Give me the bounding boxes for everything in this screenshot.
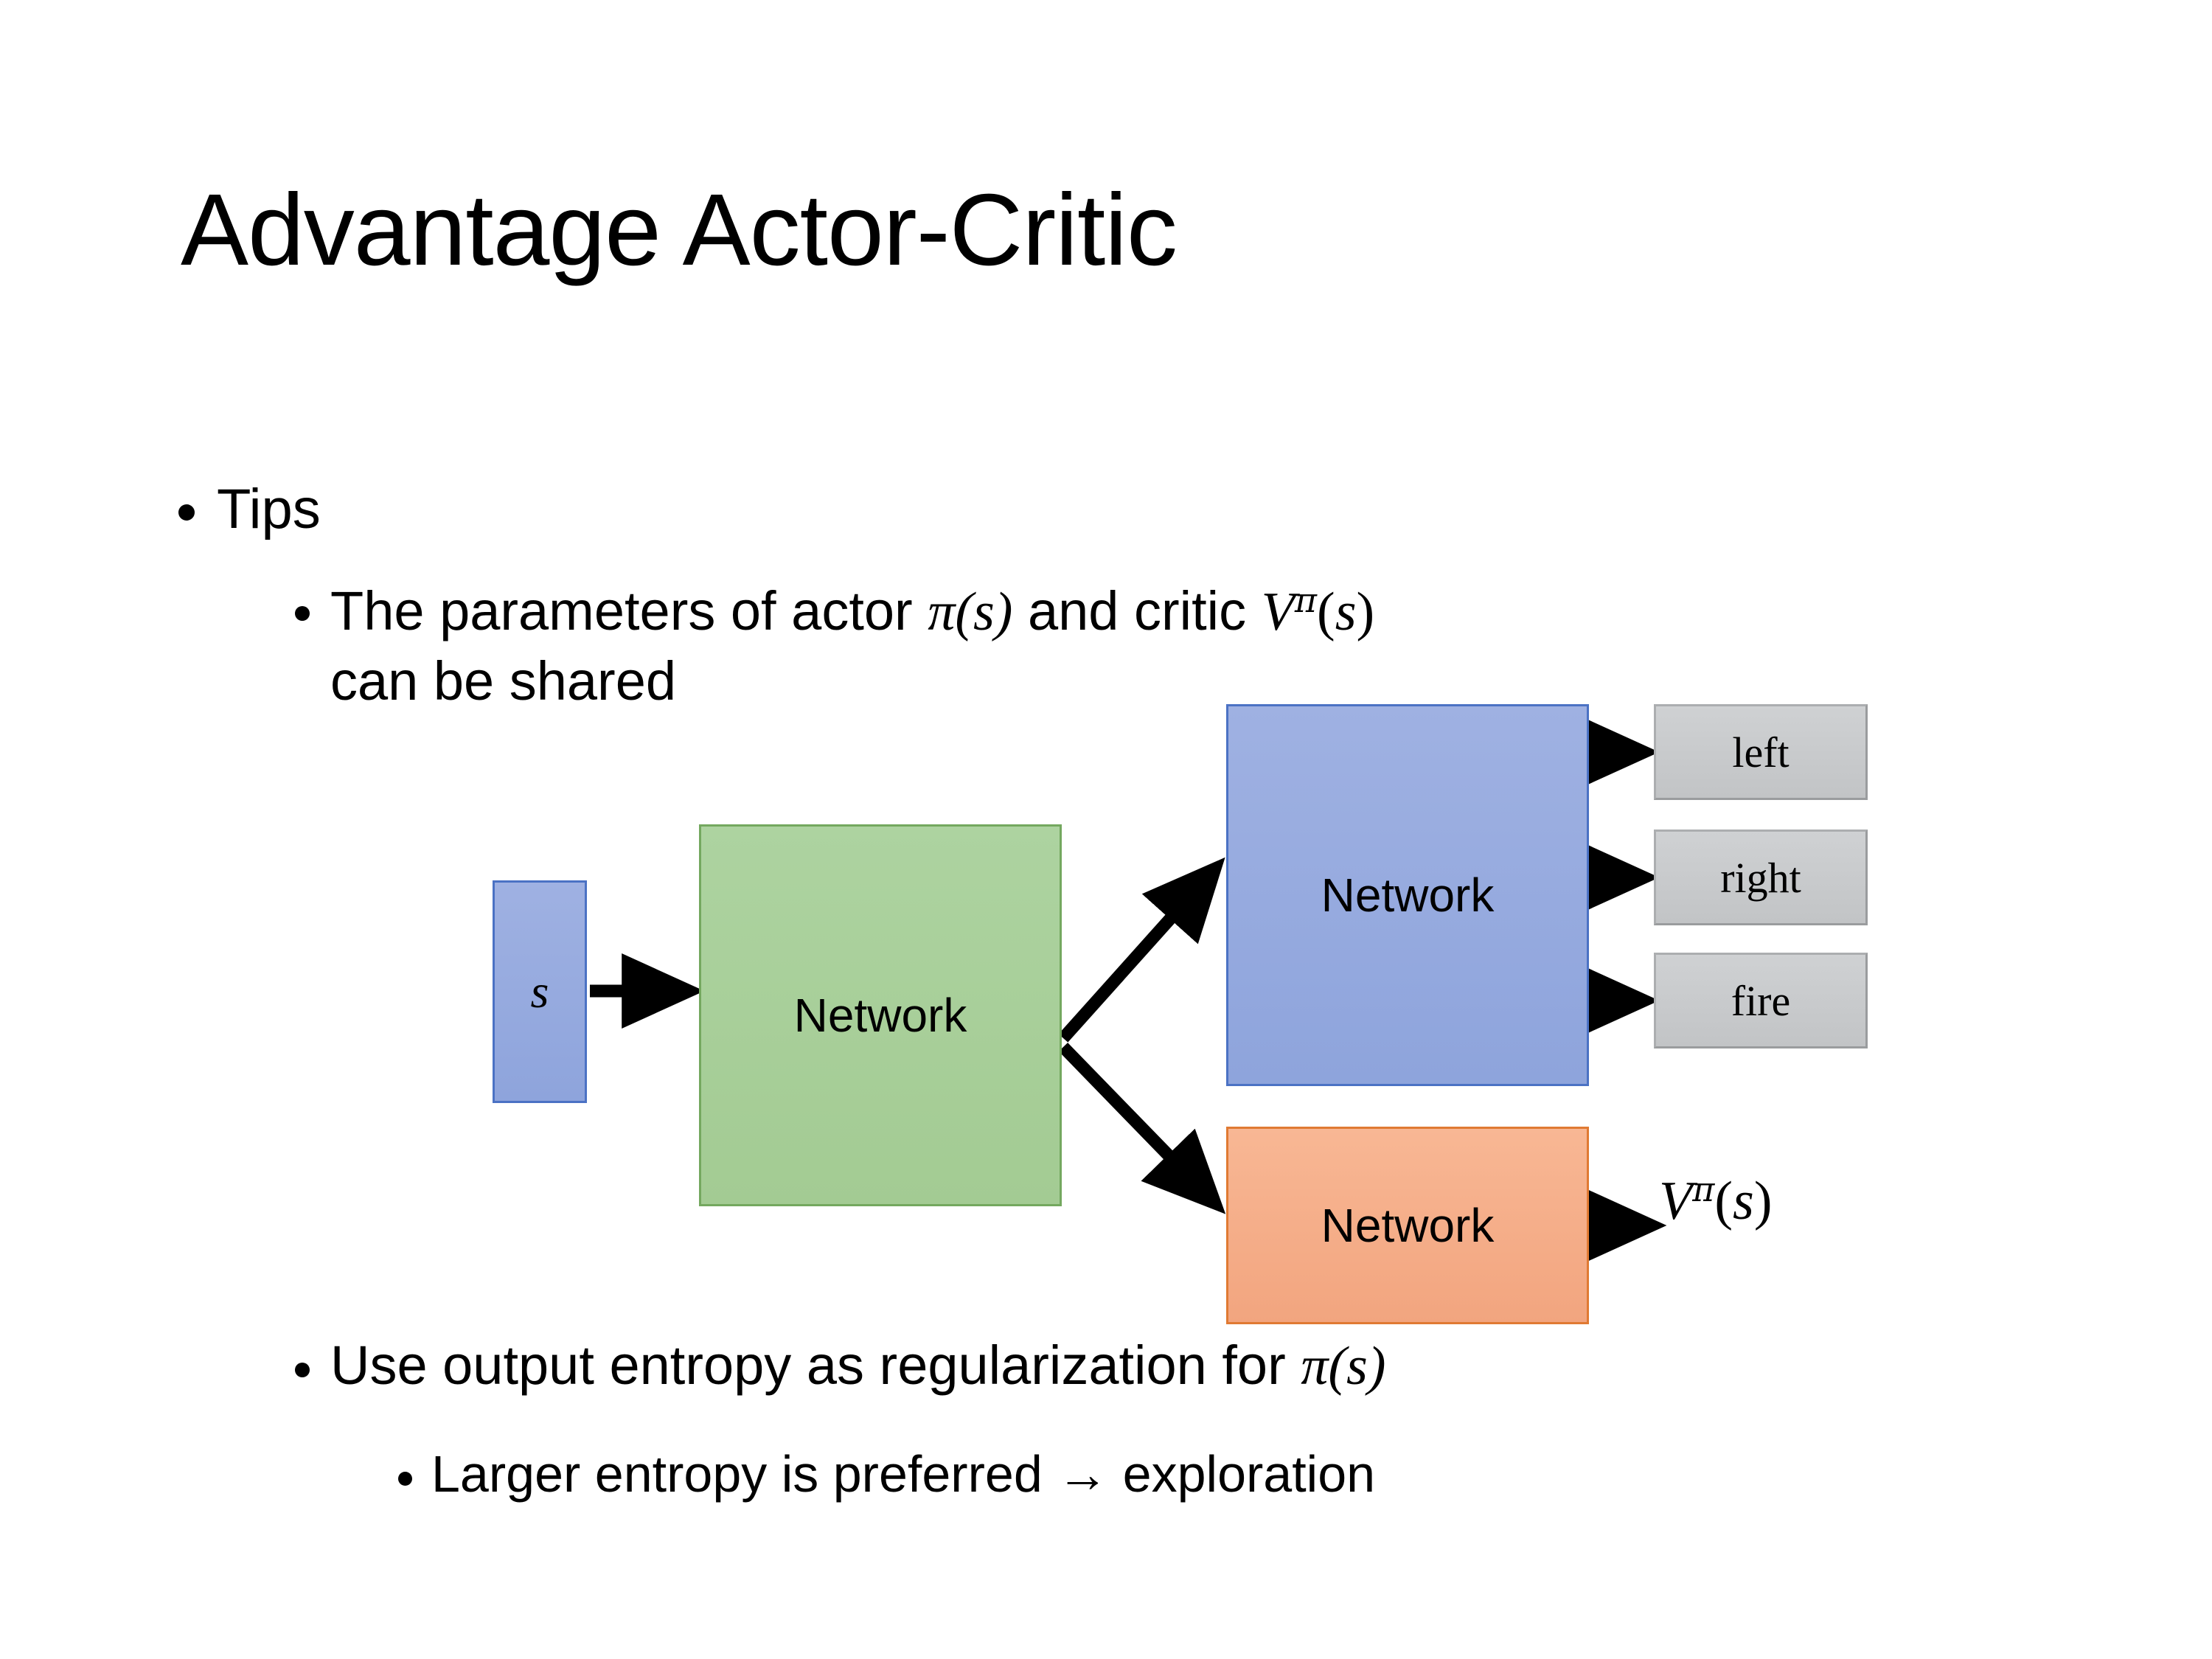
shared-network-box: Network [699, 824, 1062, 1206]
params-mid-text: and critic [1012, 580, 1262, 641]
action-output-fire-label: fire [1731, 976, 1791, 1025]
params-line2-text: can be shared [330, 650, 677, 712]
action-output-fire: fire [1654, 953, 1868, 1048]
bullet-dot-icon [178, 504, 195, 521]
bullet-dot-icon [398, 1472, 412, 1486]
entropy-policy-math: π(s) [1301, 1336, 1386, 1397]
bullet-entropy-label: Use output entropy as regularization for… [330, 1335, 1385, 1397]
arrow-shared-to-actor [1058, 857, 1225, 1043]
critic-network-label: Network [1321, 1199, 1495, 1252]
page-title: Advantage Actor-Critic [181, 173, 1178, 287]
action-output-left-label: left [1732, 728, 1790, 776]
bullet-shared-parameters: The parameters of actor π(s) and critic … [295, 577, 2026, 715]
action-output-right-label: right [1720, 853, 1801, 902]
shared-network-label: Network [793, 989, 967, 1042]
bullet-entropy-regularization: Use output entropy as regularization for… [295, 1335, 1385, 1397]
actor-network-label: Network [1321, 869, 1495, 922]
critic-network-box: Network [1226, 1127, 1589, 1324]
bullet-dot-icon [295, 1363, 310, 1377]
bullet-shared-parameters-label: The parameters of actor π(s) and critic … [330, 577, 2026, 715]
bullet-tips-label: Tips [217, 478, 321, 540]
state-input-box: s [493, 880, 587, 1103]
bullet-tips: Tips [178, 478, 321, 540]
value-function-output-label: Vπ(s) [1659, 1169, 1773, 1231]
action-output-right: right [1654, 830, 1868, 925]
bullet-larger-entropy-label: Larger entropy is preferred → exploratio… [431, 1445, 1376, 1503]
critic-value-math: Vπ(s) [1261, 580, 1375, 642]
entropy-prefix-text: Use output entropy as regularization for [330, 1335, 1301, 1396]
arrow-shared-to-critic [1058, 1043, 1226, 1214]
params-prefix-text: The parameters of actor [330, 580, 928, 641]
actor-policy-math: π(s) [928, 582, 1013, 642]
state-input-label: s [530, 965, 549, 1018]
action-output-left: left [1654, 704, 1868, 800]
actor-network-box: Network [1226, 704, 1589, 1086]
bullet-larger-entropy: Larger entropy is preferred → exploratio… [398, 1445, 1375, 1504]
bullet-dot-icon [295, 606, 310, 621]
